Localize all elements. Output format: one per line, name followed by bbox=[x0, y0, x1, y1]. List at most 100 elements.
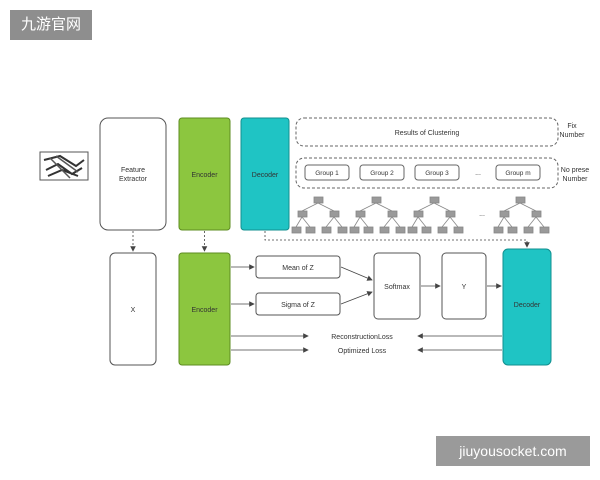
no-preset-number-label-line2: Number bbox=[563, 176, 589, 183]
tree-edge bbox=[301, 216, 311, 228]
x-box: X bbox=[109, 252, 157, 366]
tree-node bbox=[515, 196, 526, 204]
groups-box: Group 1 Group 2 Group 3 ... Group m bbox=[295, 157, 559, 189]
tree-edge bbox=[441, 216, 451, 228]
tree-node bbox=[297, 210, 308, 218]
arrow-decoder-to-bottom-decoder bbox=[264, 231, 530, 248]
tree-edge bbox=[301, 202, 319, 212]
sigma-of-z-box: Sigma of Z bbox=[255, 292, 341, 316]
y-box: Y bbox=[441, 252, 487, 320]
tree-edge bbox=[417, 202, 435, 212]
svg-text:Group 2: Group 2 bbox=[370, 170, 394, 177]
decoder-top-label: Decoder bbox=[252, 172, 279, 179]
group-3: Group 3 bbox=[414, 164, 460, 181]
svg-text:Group 3: Group 3 bbox=[425, 170, 449, 177]
tree-edge bbox=[503, 216, 513, 228]
arrow-sigma-to-softmax bbox=[340, 291, 373, 305]
tree-node bbox=[363, 226, 374, 234]
cluster-tree-3 bbox=[407, 196, 464, 234]
tree-edge bbox=[295, 216, 303, 228]
tree-node bbox=[499, 210, 510, 218]
encoder-bottom-label: Encoder bbox=[191, 307, 218, 314]
sigma-of-z-label: Sigma of Z bbox=[281, 302, 316, 309]
y-label: Y bbox=[462, 284, 467, 291]
results-of-clustering-label: Results of Clustering bbox=[395, 130, 460, 137]
mean-of-z-box: Mean of Z bbox=[255, 255, 341, 279]
tree-node bbox=[421, 226, 432, 234]
tree-node bbox=[321, 226, 332, 234]
tree-node bbox=[453, 226, 464, 234]
tree-edge bbox=[497, 216, 505, 228]
tree-edge bbox=[417, 216, 427, 228]
decoder-bottom-box: Decoder bbox=[502, 248, 552, 366]
tree-edge bbox=[391, 216, 401, 228]
tree-node bbox=[355, 210, 366, 218]
input-image-thumbnail bbox=[39, 151, 89, 181]
cluster-trees bbox=[291, 196, 550, 234]
tree-node bbox=[493, 226, 504, 234]
decoder-top-box: Decoder bbox=[240, 117, 290, 231]
tree-node bbox=[387, 210, 398, 218]
softmax-box: Softmax bbox=[373, 252, 421, 320]
tree-node bbox=[305, 226, 316, 234]
feature-extractor-label-line2: Extractor bbox=[119, 176, 148, 183]
tree-edge bbox=[359, 202, 377, 212]
tree-edge bbox=[383, 216, 393, 228]
tree-edge bbox=[353, 216, 361, 228]
tree-node bbox=[531, 210, 542, 218]
tree-node bbox=[313, 196, 324, 204]
mean-of-z-label: Mean of Z bbox=[282, 265, 314, 272]
reconstruction-loss-label: ReconstructionLoss bbox=[331, 334, 393, 341]
tree-node bbox=[395, 226, 406, 234]
tree-edge bbox=[333, 216, 343, 228]
arrow-mean-to-softmax bbox=[340, 266, 373, 281]
tree-edge bbox=[449, 216, 459, 228]
tree-node bbox=[371, 196, 382, 204]
feature-extractor-label-line1: Feature bbox=[121, 167, 145, 174]
tree-node bbox=[337, 226, 348, 234]
cluster-tree-1 bbox=[291, 196, 348, 234]
x-label: X bbox=[131, 307, 136, 314]
softmax-label: Softmax bbox=[384, 284, 410, 291]
group-1: Group 1 bbox=[304, 164, 350, 181]
group-m: Group m bbox=[495, 164, 541, 181]
tree-node bbox=[291, 226, 302, 234]
tree-edge bbox=[535, 216, 545, 228]
tree-node bbox=[329, 210, 340, 218]
feature-extractor-box: Feature Extractor bbox=[99, 117, 167, 231]
connectors bbox=[130, 231, 530, 353]
watermark-bottom: jiuyousocket.com bbox=[436, 436, 590, 466]
group-2: Group 2 bbox=[359, 164, 405, 181]
encoder-top-label: Encoder bbox=[191, 172, 218, 179]
tree-edge bbox=[519, 202, 537, 212]
tree-node bbox=[445, 210, 456, 218]
tree-ellipsis: ... bbox=[479, 211, 485, 218]
tree-node bbox=[429, 196, 440, 204]
tree-node bbox=[437, 226, 448, 234]
results-of-clustering-box: Results of Clustering bbox=[295, 117, 559, 147]
tree-edge bbox=[359, 216, 369, 228]
svg-text:Group 1: Group 1 bbox=[315, 170, 339, 177]
fix-number-label-line2: Number bbox=[560, 132, 586, 139]
no-preset-number-label-line1: No prese bbox=[561, 167, 590, 174]
watermark-top: 九游官网 bbox=[10, 10, 92, 40]
svg-text:Group m: Group m bbox=[505, 170, 530, 177]
tree-edge bbox=[325, 216, 335, 228]
tree-node bbox=[507, 226, 518, 234]
tree-edge bbox=[375, 202, 393, 212]
tree-node bbox=[523, 226, 534, 234]
tree-node bbox=[349, 226, 360, 234]
optimized-loss-label: Optimized Loss bbox=[338, 348, 387, 355]
tree-node bbox=[379, 226, 390, 234]
tree-edge bbox=[433, 202, 451, 212]
tree-edge bbox=[527, 216, 537, 228]
tree-edge bbox=[411, 216, 419, 228]
tree-node bbox=[539, 226, 550, 234]
tree-node bbox=[407, 226, 418, 234]
tree-edge bbox=[317, 202, 335, 212]
tree-edge bbox=[503, 202, 521, 212]
encoder-bottom-box: Encoder bbox=[178, 252, 231, 366]
cluster-tree-2 bbox=[349, 196, 406, 234]
tree-node bbox=[413, 210, 424, 218]
